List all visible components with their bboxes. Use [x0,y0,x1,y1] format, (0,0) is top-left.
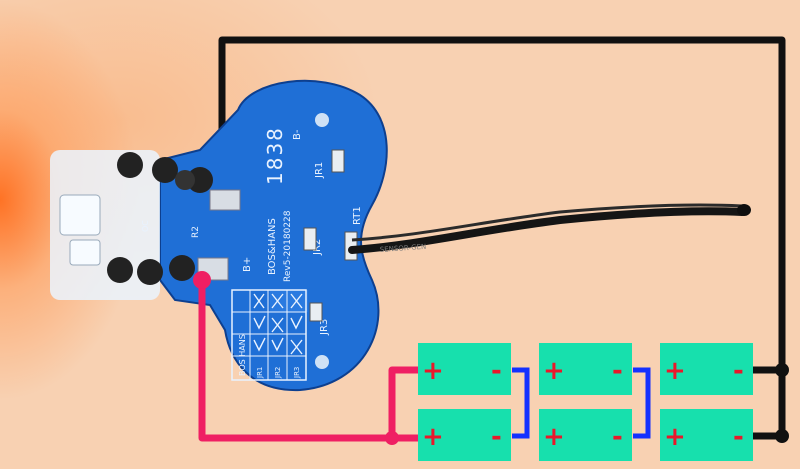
brand-text: BOS&HANS [267,218,278,275]
cable-print: SENSOR-GEN [380,243,427,254]
battery-cell-3 [660,343,753,395]
oc-label: OC [141,220,150,232]
neg-junction-bottom [775,429,789,443]
jr3-label: JR3 [319,319,330,336]
mosfet-5 [137,259,163,285]
cell-plus-terminal: + [422,422,444,452]
jumper-row-jr1: JR1 [256,367,264,379]
battery-cell-2 [539,343,632,395]
battery-cell-grid: + - + - + - + - + - + - [418,343,753,461]
thermistor-tip [737,204,751,216]
component-area [50,150,241,300]
mosfet-3 [187,167,213,193]
battery-cell-6 [660,409,753,461]
cell-plus-terminal: + [664,422,686,452]
mosfet-7 [175,170,195,190]
cell-minus-terminal: - [491,422,502,452]
battery-cell-4 [418,409,511,461]
jr2-pad [303,227,317,251]
cell-plus-terminal: + [543,422,565,452]
pcb-board [159,79,388,392]
battery-cell-5 [539,409,632,461]
jumper-table-header: BOS HANS [238,334,247,376]
jr3-pad [309,302,323,322]
jumper-row-jr3: JR3 [293,367,301,379]
series-link-1 [512,367,530,439]
b-minus-pad [209,189,241,211]
jr1-pad [331,149,345,173]
revision-text: Rev5-20180228 [283,210,293,282]
cell-minus-terminal: - [612,422,623,452]
mosfet-2 [152,157,178,183]
battery-cell-1 [418,343,511,395]
mount-hole-bottom [315,355,329,369]
mosfet-6 [169,255,195,281]
cell-minus-terminal: - [733,422,744,452]
rt1-label: RT1 [352,206,363,225]
b-plus-solder [193,271,211,289]
neg-junction-top [775,363,789,377]
cell-minus-terminal: - [612,356,623,386]
b-minus-label: B- [292,129,303,140]
cell-plus-terminal: + [664,356,686,386]
jumper-row-jr2: JR2 [274,367,282,379]
mosfet-1 [117,152,143,178]
cell-plus-terminal: + [543,356,565,386]
series-link-2 [633,367,651,439]
jr2-label: JR2 [312,239,323,256]
cell-minus-terminal: - [491,356,502,386]
positive-junction [385,431,399,445]
r2-label: R2 [191,226,201,238]
thermistor-cable [348,207,746,254]
cell-minus-terminal: - [733,356,744,386]
jumper-table: BOS HANS JR1 JR2 JR3 [231,289,307,381]
b-plus-label: B+ [242,257,253,272]
mount-hole-top [315,113,329,127]
mosfet-4 [107,257,133,283]
jr1-label: JR1 [314,162,325,179]
display-digits: 1838 [263,126,287,185]
cell-plus-terminal: + [422,356,444,386]
